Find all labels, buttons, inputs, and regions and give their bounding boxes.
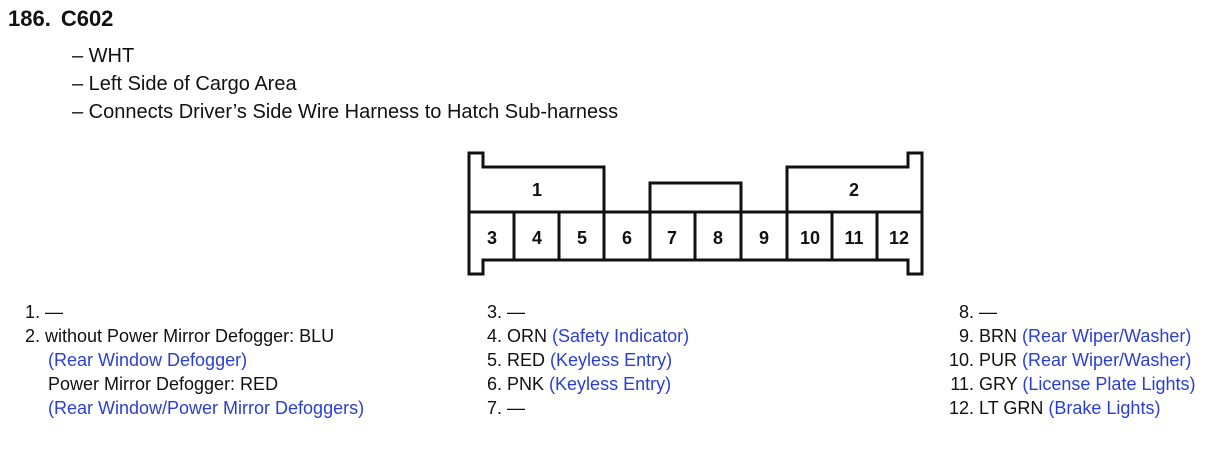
pin-wire: — bbox=[45, 302, 64, 322]
cavity-label-12: 12 bbox=[889, 228, 909, 248]
pin-list-middle: 3. — 4. ORN (Safety Indicator) 5. RED (K… bbox=[476, 300, 689, 420]
pin-wire: GRY bbox=[979, 374, 1018, 394]
pin-entry-5: 5. RED (Keyless Entry) bbox=[486, 350, 673, 370]
cavity-label-5: 5 bbox=[577, 228, 587, 248]
pin-wire: BRN bbox=[979, 326, 1018, 346]
connector-id: C602 bbox=[60, 6, 114, 31]
pin-circuit: (Brake Lights) bbox=[1048, 398, 1161, 418]
pin-entry-7: 7. — bbox=[486, 398, 526, 418]
cavity-label-8: 8 bbox=[713, 228, 723, 248]
pin-wire: PUR bbox=[979, 350, 1018, 370]
pin-wire: without Power Mirror Defogger: BLU bbox=[45, 326, 335, 346]
pin-circuit: (Safety Indicator) bbox=[552, 326, 690, 346]
detail-color: – WHT bbox=[72, 45, 135, 67]
pin-circuit: (License Plate Lights) bbox=[1022, 374, 1196, 394]
cavity-label-10: 10 bbox=[800, 228, 820, 248]
pin-circuit: (Keyless Entry) bbox=[550, 350, 673, 370]
cavity-label-1: 1 bbox=[532, 180, 542, 200]
pin-entry-2: 2. without Power Mirror Defogger: BLU (R… bbox=[10, 324, 364, 420]
pin-wire: PNK bbox=[507, 374, 545, 394]
pin-entry-9: 9. BRN (Rear Wiper/Washer) bbox=[958, 326, 1192, 346]
connector-details: – WHT – Left Side of Cargo Area – Connec… bbox=[72, 42, 618, 126]
pin-entry-1: 1. — bbox=[24, 302, 64, 322]
pin-wire-alt: Power Mirror Defogger: RED bbox=[48, 374, 279, 394]
pin-list-left: 1. — 2. without Power Mirror Defogger: B… bbox=[10, 300, 364, 420]
cavity-label-4: 4 bbox=[532, 228, 542, 248]
detail-location: – Left Side of Cargo Area bbox=[72, 73, 297, 95]
pin-wire: — bbox=[979, 302, 998, 322]
pin-wire: ORN bbox=[507, 326, 548, 346]
detail-function: – Connects Driver’s Side Wire Harness to… bbox=[72, 101, 619, 123]
pin-list-right: 8. — 9. BRN (Rear Wiper/Washer) 10. PUR … bbox=[940, 300, 1196, 420]
connector-title: 186. C602 bbox=[8, 6, 113, 32]
pin-wire: — bbox=[507, 398, 526, 418]
pin-entry-10: 10. PUR (Rear Wiper/Washer) bbox=[948, 350, 1192, 370]
pin-entry-12: 12. LT GRN (Brake Lights) bbox=[948, 398, 1161, 418]
pin-entry-11: 11. GRY (License Plate Lights) bbox=[950, 374, 1196, 394]
cavity-label-6: 6 bbox=[622, 228, 632, 248]
connector-outline bbox=[467, 151, 924, 276]
pin-wire: — bbox=[507, 302, 526, 322]
pin-circuit-alt: (Rear Window/Power Mirror Defoggers) bbox=[48, 398, 365, 418]
cavity-label-2: 2 bbox=[849, 180, 859, 200]
pin-entry-4: 4. ORN (Safety Indicator) bbox=[486, 326, 690, 346]
pin-entry-8: 8. — bbox=[958, 302, 998, 322]
pin-wire: LT GRN bbox=[979, 398, 1044, 418]
diagram-number: 186. bbox=[8, 6, 51, 31]
pin-circuit: (Rear Wiper/Washer) bbox=[1022, 326, 1192, 346]
pin-circuit: (Rear Wiper/Washer) bbox=[1022, 350, 1192, 370]
pin-entry-6: 6. PNK (Keyless Entry) bbox=[486, 374, 672, 394]
cavity-label-9: 9 bbox=[759, 228, 769, 248]
pin-entry-3: 3. — bbox=[486, 302, 526, 322]
cavity-dividers bbox=[512, 212, 879, 260]
pin-circuit: (Rear Window Defogger) bbox=[48, 350, 248, 370]
cavity-label-11: 11 bbox=[844, 228, 863, 248]
pin-wire: RED bbox=[507, 350, 546, 370]
pin-circuit: (Keyless Entry) bbox=[549, 374, 672, 394]
cavity-label-3: 3 bbox=[487, 228, 497, 248]
cavity-label-7: 7 bbox=[667, 228, 677, 248]
